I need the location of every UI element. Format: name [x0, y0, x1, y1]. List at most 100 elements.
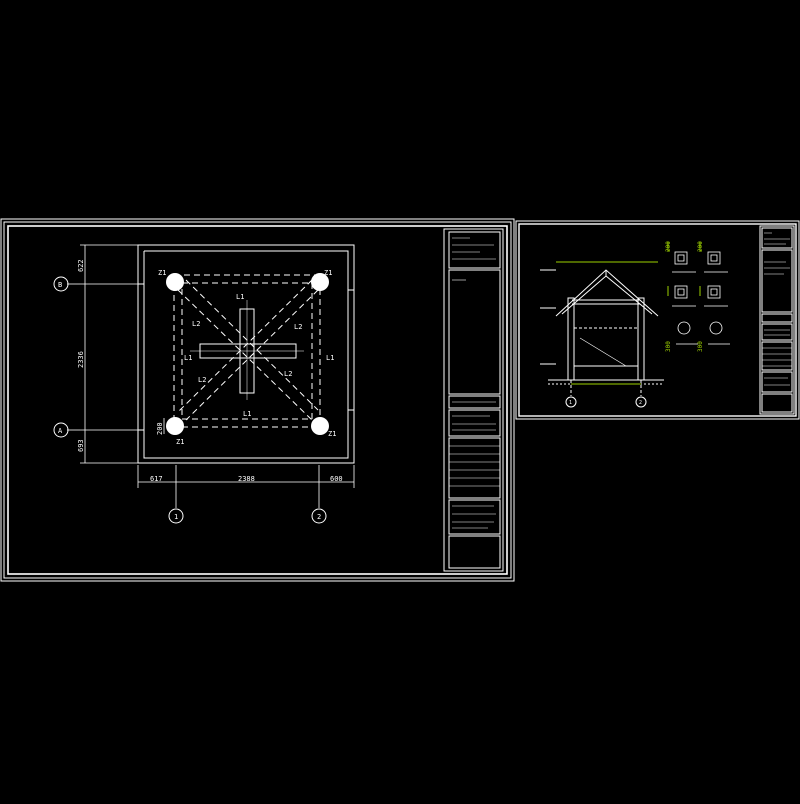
green-dim-text-4: 300	[697, 341, 704, 352]
label-beam-bottom: L1	[243, 410, 251, 418]
left-sheet-outer-border	[0, 218, 515, 582]
right-green-labels: 200 200 300 300	[665, 241, 704, 352]
right-sheet	[515, 220, 800, 420]
rtb-scribbles	[762, 232, 792, 386]
rtb-cell-2	[761, 249, 793, 313]
detail-box-2-inner	[710, 254, 718, 262]
green-dim-text-2: 200	[697, 241, 704, 252]
detail-box-4-inner	[710, 288, 718, 296]
title-block-cell-3	[448, 395, 501, 409]
label-beam-left: L1	[184, 354, 192, 362]
detail-circle-1	[677, 321, 691, 335]
label-beam-top: L1	[236, 293, 244, 301]
axis-text-A: A	[58, 427, 63, 435]
rtb-cell-1	[761, 227, 793, 249]
title-block-cell-2	[448, 269, 501, 395]
detail-box-4	[707, 285, 721, 299]
title-block-frame	[443, 228, 504, 572]
detail-box-1-inner	[677, 254, 685, 262]
left-title-block	[443, 228, 504, 572]
column-z1-bottom-left	[166, 417, 184, 435]
rtb-cell-6	[761, 371, 793, 393]
beam-L2-diagonal-a2	[185, 279, 319, 411]
detail-box-2	[707, 251, 721, 265]
axis-text-2: 2	[317, 513, 321, 521]
label-beam-diag-lr: L2	[284, 370, 292, 378]
rtb-cell-5	[761, 341, 793, 371]
slab-inner-outline-bottom	[143, 409, 354, 459]
slab-inner-outline-top	[144, 250, 354, 291]
title-block-cell-5	[448, 437, 501, 499]
label-beam-diag-ll: L2	[198, 376, 206, 384]
title-block-cell-4	[448, 409, 501, 437]
dim-text-vertical-top: 622	[77, 259, 85, 272]
axis-bubble-B	[53, 276, 69, 292]
beam-dashed-lines	[173, 274, 321, 428]
column-z1-bottom-right	[311, 417, 329, 435]
roof-section	[540, 269, 664, 396]
slab-inner-outline-tl	[138, 251, 145, 285]
section-axis-text-2: 2	[639, 400, 642, 406]
right-sheet-outer-border	[515, 220, 800, 420]
title-block-cell-7	[448, 535, 501, 569]
title-block-cell-1	[448, 231, 501, 269]
beam-L1-perimeter-outer	[173, 274, 321, 428]
axis-bubble-1	[168, 508, 184, 524]
section-axis-bubble-1	[565, 396, 577, 408]
dim-text-horizontal-middle: 2388	[238, 475, 255, 483]
axis-text-1: 1	[174, 513, 178, 521]
left-sheet-inner-border	[7, 225, 508, 575]
beam-L2-diagonal-a1	[177, 289, 313, 421]
label-beam-diag-ul: L2	[192, 320, 200, 328]
axis-bubble-2	[311, 508, 327, 524]
label-z1-bl: Z1	[176, 438, 184, 446]
column-z1-top-left	[166, 273, 184, 291]
beam-L2-diagonal-b1	[177, 279, 313, 413]
left-sheet-border-2	[3, 221, 512, 579]
label-beam-diag-ur: L2	[294, 323, 302, 331]
section-column-left	[567, 297, 575, 381]
section-axis-bubble-2	[635, 396, 647, 408]
detail-box-3	[674, 285, 688, 299]
dim-text-horizontal-left: 617	[150, 475, 163, 483]
section-column-right	[637, 297, 645, 381]
detail-box-3-inner	[677, 288, 685, 296]
detail-circle-2	[709, 321, 723, 335]
left-sheet	[0, 218, 515, 582]
axis-bubble-A	[53, 422, 69, 438]
section-leader	[579, 337, 627, 367]
detail-box-1	[674, 251, 688, 265]
label-z1-tl: Z1	[158, 269, 166, 277]
label-beam-right: L1	[326, 354, 334, 362]
axis-text-B: B	[58, 281, 62, 289]
column-z1-top-right	[311, 273, 329, 291]
title-block-cell-6	[448, 499, 501, 535]
slab-outer-outline	[137, 244, 355, 464]
beam-L2-diagonal-b2	[185, 289, 319, 421]
right-title-block	[759, 225, 795, 415]
rtb-frame	[759, 225, 795, 415]
foundation-plan	[137, 244, 355, 464]
green-dim-text-1: 200	[665, 241, 672, 252]
section-axis-labels: 1 2	[569, 400, 642, 406]
rtb-cell-7	[761, 393, 793, 413]
dim-text-column-small: 200	[156, 422, 164, 435]
right-green-dims	[556, 242, 701, 385]
rtb-cell-4	[761, 323, 793, 341]
title-block-scribbles	[449, 237, 500, 529]
right-sheet-inner-border	[518, 223, 797, 417]
column-details	[672, 251, 730, 345]
rtb-cell-3	[761, 313, 793, 323]
columns	[166, 273, 329, 435]
dim-text-vertical-bottom: 693	[77, 439, 85, 452]
green-dim-text-3: 300	[665, 341, 672, 352]
dim-text-horizontal-right: 600	[330, 475, 343, 483]
label-z1-tr: Z1	[324, 269, 332, 277]
plan-labels: Z1 Z1 Z1 Z1 L1 L1 L1 L1 L2 L2 L2 L2 622 …	[58, 259, 343, 521]
plan-dimension-lines	[67, 244, 355, 508]
slab-inner-outline-left	[138, 284, 145, 431]
beam-L1-perimeter-inner	[181, 282, 313, 420]
dim-text-vertical-middle: 2336	[77, 351, 85, 368]
